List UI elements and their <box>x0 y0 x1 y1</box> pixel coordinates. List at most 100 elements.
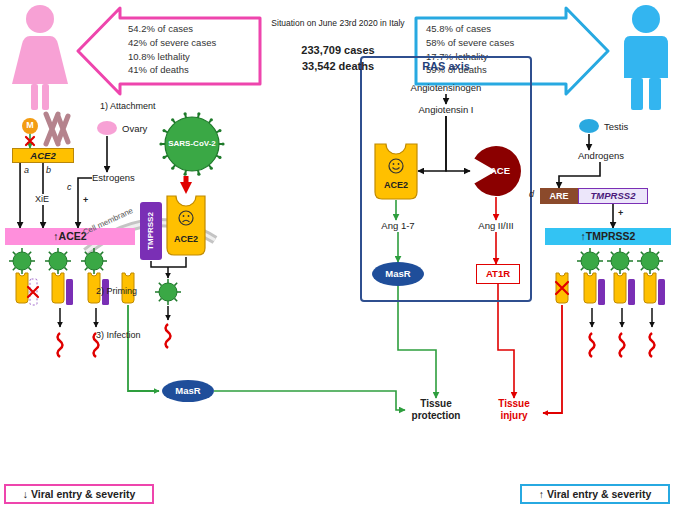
female-icon <box>42 84 49 110</box>
connector <box>612 204 614 228</box>
ace2-receptor-outline <box>167 196 205 255</box>
female-entry-illustration <box>81 248 107 274</box>
node-text: Androgens <box>578 150 624 162</box>
expression-band: ↑TMPRSS2 <box>545 228 671 245</box>
female-entry-illustration <box>59 308 61 327</box>
male-entry-illustration <box>556 273 568 303</box>
connector <box>106 136 108 172</box>
male-entry-illustration <box>620 333 625 357</box>
ace2-receptor-outline <box>179 211 193 225</box>
node-text: ↓ Viral entry & severity <box>9 486 149 502</box>
outcome-box: ↓ Viral entry & severity <box>4 484 154 504</box>
node-text: RAS axis <box>362 60 530 74</box>
female-entry-illustration <box>9 248 35 274</box>
gene-bar: ACE2 <box>12 148 74 163</box>
virus-particle-outline <box>165 117 219 171</box>
node-text: ACE <box>490 165 510 177</box>
ace2-receptor-outline <box>183 215 185 217</box>
node-text: Ang 1-7 <box>372 220 424 232</box>
hormone-label: Androgens <box>578 150 624 162</box>
female-entry-illustration <box>128 305 159 391</box>
female-entry-illustration <box>58 333 63 357</box>
outcome-label: Tissue injury <box>488 398 540 422</box>
virus-particle-outline <box>184 112 187 115</box>
expression-band: ↑ACE2 <box>5 228 135 245</box>
methylation-mark-outline <box>22 118 38 134</box>
connector-label: + <box>617 208 624 219</box>
outcome-box: ↑ Viral entry & severity <box>520 484 670 504</box>
female-icon <box>26 5 54 33</box>
male-icon <box>624 36 668 78</box>
male-entry-illustration <box>644 273 656 303</box>
virus-particle-outline <box>210 167 213 170</box>
male-icon <box>631 78 643 110</box>
node-text: Testis <box>604 119 628 134</box>
male-entry-illustration <box>584 273 596 303</box>
connector <box>495 197 497 220</box>
block-cross <box>26 137 34 145</box>
pathway-letter: b <box>46 165 51 176</box>
masr-receptor-outline <box>162 380 214 402</box>
female-icon <box>31 84 38 110</box>
step-label: 1) Attachment <box>100 101 156 112</box>
virus-particle-outline <box>159 142 162 145</box>
male-entry-illustration <box>543 248 665 413</box>
testis-icon: Testis <box>578 118 630 134</box>
node-text: 42% of severe cases <box>128 36 262 50</box>
connector <box>398 286 436 398</box>
protease-receptor: TMPRSS2 <box>140 202 162 260</box>
virus-particle-outline <box>171 118 174 121</box>
ace2-receptor-outline <box>183 220 190 222</box>
node-text: ACE2 <box>13 149 73 162</box>
male-entry-illustration <box>628 279 635 305</box>
priming-infection-path <box>155 279 181 305</box>
female-icon <box>12 5 68 110</box>
node-text: M <box>26 120 34 131</box>
connector <box>559 162 600 188</box>
node-text: ↑ Viral entry & severity <box>525 486 665 502</box>
male-entry-illustration <box>637 248 663 274</box>
female-entry-illustration <box>9 248 159 391</box>
connector <box>445 94 447 104</box>
node-text: AT1R <box>477 265 519 282</box>
gene-bar: TMPRSS2 <box>578 188 648 204</box>
node-text: Angiotensinogen <box>362 82 530 94</box>
male-entry-illustration <box>591 308 593 327</box>
node-text: 54.2% of cases <box>128 22 262 36</box>
female-entry-illustration <box>66 279 73 305</box>
male-entry-illustration <box>651 308 653 327</box>
peptide-label: Ang II/III <box>466 220 526 232</box>
peptide-label: Ang 1-7 <box>372 220 424 232</box>
male-entry-illustration <box>621 308 623 327</box>
block-cross <box>556 282 568 294</box>
at1r-receptor: AT1R <box>476 264 520 284</box>
node-text: Angiotensin I <box>362 104 530 116</box>
virus-particle-outline <box>210 118 213 121</box>
block-cross <box>28 287 38 297</box>
male-entry-illustration <box>590 333 595 357</box>
ace-enzyme-outline <box>474 146 521 196</box>
node-text: TMPRSS2 <box>579 189 647 203</box>
priming-infection-path <box>167 267 169 278</box>
female-stats-arrow: 54.2% of cases42% of severe cases10.8% l… <box>76 6 262 96</box>
ace2-enzyme-outline <box>375 144 417 199</box>
virus-particle-outline <box>218 129 221 132</box>
ace2-enzyme-outline <box>374 142 418 200</box>
virus-particle: SARS-CoV-2 <box>158 112 226 176</box>
node-text: 45.8% of cases <box>426 22 610 36</box>
male-entry-illustration <box>577 248 603 274</box>
virus-particle-outline <box>184 173 187 176</box>
node-text: Tissue injury <box>488 398 540 422</box>
node-text: TMPRSS2 <box>146 212 156 250</box>
male-entry-illustration <box>658 279 665 305</box>
masr-receptor-outline <box>372 262 424 286</box>
ace2-enzyme-outline <box>393 168 400 170</box>
peptide-label: Angiotensin I <box>362 104 530 116</box>
virus-particle-outline <box>162 129 165 132</box>
connector <box>78 178 92 228</box>
node-text: MasR <box>385 268 410 280</box>
node-text: Ang II/III <box>466 220 526 232</box>
ovary-icon: Ovary <box>96 120 149 136</box>
node-text: ACE2 <box>166 234 206 245</box>
